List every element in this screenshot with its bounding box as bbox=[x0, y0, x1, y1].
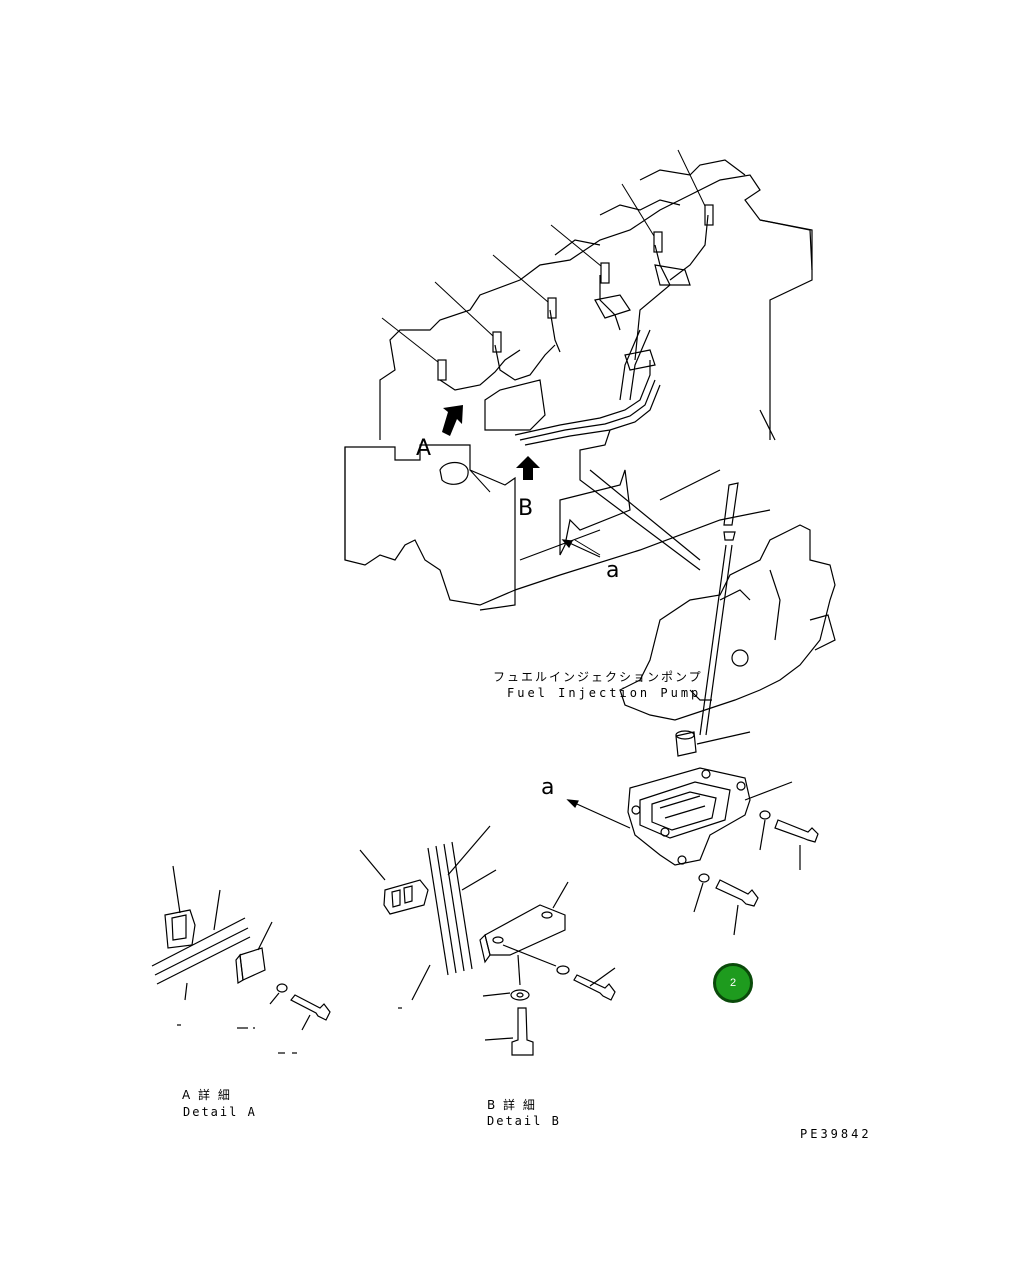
view-arrow-a bbox=[442, 405, 463, 436]
leader-lines bbox=[381, 149, 706, 556]
pump-bracket bbox=[566, 767, 793, 866]
bracket-fasteners bbox=[693, 810, 819, 936]
view-label-b: B bbox=[518, 496, 534, 521]
rod bbox=[699, 482, 739, 736]
fuel-injection-pump bbox=[619, 524, 836, 721]
engine-block bbox=[344, 159, 813, 611]
detail-a bbox=[151, 865, 331, 1054]
collar bbox=[675, 730, 751, 757]
detail-b bbox=[359, 825, 616, 1056]
drawing-number: PE39842 bbox=[800, 1127, 872, 1141]
view-arrow-b bbox=[516, 456, 540, 480]
ref-arrow-a-top bbox=[561, 539, 601, 558]
detail-b-title-jp: B 詳 細 bbox=[487, 1098, 537, 1112]
pump-label-en: Fuel Injection Pump bbox=[507, 686, 702, 700]
detail-a-title-en: Detail A bbox=[183, 1105, 257, 1119]
ref-label-a-top: a bbox=[606, 558, 620, 583]
view-label-a: A bbox=[416, 436, 432, 461]
detail-b-title-en: Detail B bbox=[487, 1114, 561, 1128]
detail-a-title-jp: A 詳 細 bbox=[182, 1088, 232, 1102]
pump-label-jp: フュエルインジェクションポンプ bbox=[493, 670, 703, 684]
ref-label-a-bottom: a bbox=[541, 775, 555, 800]
part-callout-2[interactable]: 2 bbox=[713, 963, 753, 1003]
injection-lines bbox=[437, 204, 714, 571]
